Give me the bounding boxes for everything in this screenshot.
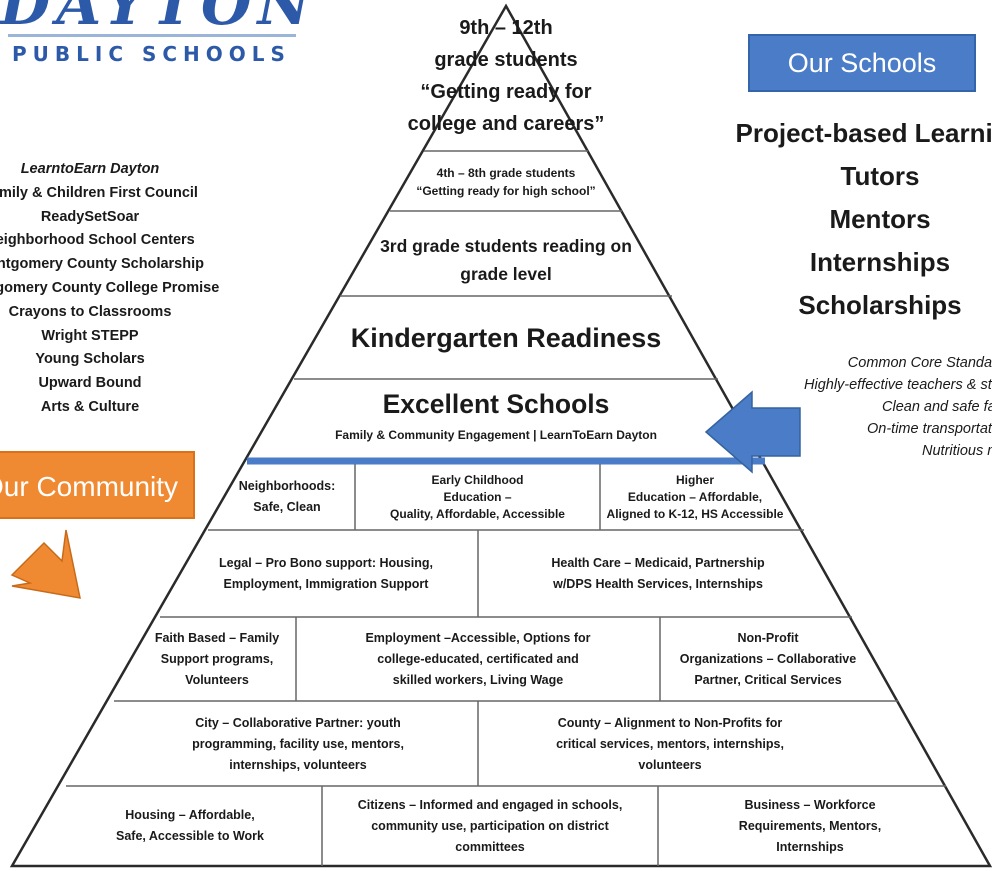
our-schools-label: Our Schools: [748, 34, 976, 92]
standard-item: Nutritious meals: [922, 443, 992, 459]
tier-line: 3rd grade students reading on: [380, 236, 632, 256]
tier-kindergarten: Kindergarten Readiness: [350, 323, 662, 353]
tier-engagement: Family & Community Engagement | LearnToE…: [335, 428, 657, 442]
offering-item: Internships: [809, 247, 951, 277]
tier-line: college and careers”: [407, 113, 605, 135]
tier-line: 9th – 12th: [459, 17, 553, 39]
offering-item: Mentors: [829, 204, 931, 234]
program-item: ReadySetSoar: [40, 208, 140, 225]
program-item: Crayons to Classrooms: [8, 303, 172, 320]
standard-item: Common Core Standards: [847, 355, 992, 371]
tier-grades-4-8: 4th – 8th grade students “Getting ready …: [372, 164, 640, 200]
program-item: Wright STEPP: [41, 327, 139, 344]
tier-line: 4th – 8th grade students: [436, 166, 576, 180]
cell-early-childhood: Early Childhood Education – Quality, Aff…: [390, 472, 565, 521]
cell-housing: Housing – Affordable, Safe, Accessible t…: [116, 808, 264, 843]
program-item: Arts & Culture: [40, 398, 140, 415]
program-item: Upward Bound: [38, 375, 142, 392]
cell-health-care: Health Care – Medicaid, Partnership w/DP…: [551, 556, 765, 591]
standard-item: Highly-effective teachers & staff: [804, 377, 992, 393]
arrow-left-icon: [704, 390, 801, 474]
logo-subtitle: PUBLIC SCHOOLS: [12, 42, 291, 66]
program-item: Montgomery County Scholarship: [0, 256, 204, 273]
cell-business: Business – Workforce Requirements, Mento…: [738, 797, 882, 854]
cell-faith-based: Faith Based – Family Support programs, V…: [154, 630, 280, 687]
schools-standards-list: Common Core Standards Highly-effective t…: [770, 352, 992, 462]
schools-offerings-list: Project-based Learning Tutors Mentors In…: [720, 112, 992, 327]
tier-excellent-schools: Excellent Schools: [382, 389, 610, 419]
cell-city: City – Collaborative Partner: youth prog…: [192, 715, 404, 772]
program-item: LearntoEarn Dayton: [20, 161, 160, 177]
logo-underline: [8, 34, 296, 37]
offering-item: Project-based Learning: [735, 118, 992, 148]
tier-grade-3: 3rd grade students reading on grade leve…: [352, 232, 660, 288]
arrow-down-right-icon: [10, 529, 81, 599]
tier-high-school: 9th – 12th grade students “Getting ready…: [378, 12, 634, 140]
tier-line: grade students: [434, 49, 578, 71]
standard-item: On-time transportation: [867, 421, 992, 437]
cell-higher-education: Higher Education – Affordable, Aligned t…: [606, 472, 784, 521]
cell-neighborhoods: Neighborhoods: Safe, Clean: [238, 479, 336, 514]
offering-item: Scholarships: [798, 290, 962, 320]
our-community-label: Our Community: [0, 451, 195, 519]
community-programs-list: LearntoEarn Dayton Family & Children Fir…: [0, 158, 220, 420]
cell-employment: Employment –Accessible, Options for coll…: [365, 630, 591, 687]
cell-citizens: Citizens – Informed and engaged in schoo…: [357, 797, 623, 854]
tier-line: “Getting ready for high school”: [416, 184, 596, 198]
tier-line: “Getting ready for: [420, 81, 592, 103]
logo-wordmark: DAYTON: [0, 0, 317, 38]
standard-item: Clean and safe facilities: [882, 399, 992, 415]
program-item: Young Scholars: [35, 351, 145, 368]
program-item: Family & Children First Council: [0, 184, 198, 201]
cell-county: County – Alignment to Non-Profits for cr…: [556, 715, 784, 772]
program-item: Montgomery County College Promise: [0, 279, 220, 296]
tier-line: grade level: [460, 264, 552, 284]
cell-legal: Legal – Pro Bono support: Housing, Emplo…: [219, 556, 433, 591]
offering-item: Tutors: [840, 161, 920, 191]
cell-non-profit: Non-Profit Organizations – Collaborative…: [679, 630, 857, 687]
program-item: Neighborhood School Centers: [0, 232, 195, 249]
